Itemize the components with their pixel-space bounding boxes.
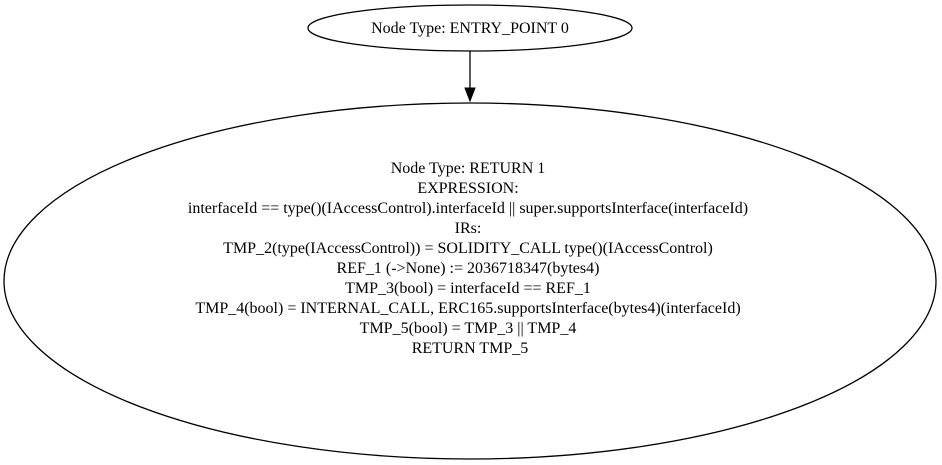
return-node-label: Node Type: RETURN 1 EXPRESSION: interfac… bbox=[188, 160, 752, 357]
return-node-shape bbox=[3, 102, 937, 460]
return-line: EXPRESSION: bbox=[417, 180, 518, 197]
return-line: Node Type: RETURN 1 bbox=[391, 160, 546, 177]
entry-point-node: Node Type: ENTRY_POINT 0 bbox=[307, 4, 633, 52]
return-line: TMP_5(bool) = TMP_3 || TMP_4 bbox=[360, 320, 577, 337]
return-line: interfaceId == type()(IAccessControl).in… bbox=[188, 200, 748, 217]
return-line: IRs: bbox=[455, 220, 482, 237]
entry-point-node-label: Node Type: ENTRY_POINT 0 bbox=[371, 20, 569, 37]
return-line: TMP_3(bool) = interfaceId == REF_1 bbox=[345, 280, 591, 297]
return-line: TMP_4(bool) = INTERNAL_CALL, ERC165.supp… bbox=[195, 300, 740, 317]
return-line: TMP_2(type(IAccessControl)) = SOLIDITY_C… bbox=[223, 240, 713, 257]
return-node: Node Type: RETURN 1 EXPRESSION: interfac… bbox=[3, 102, 937, 460]
return-line: REF_1 (->None) := 2036718347(bytes4) bbox=[337, 260, 600, 277]
return-line: RETURN TMP_5 bbox=[412, 340, 529, 357]
edge-entry-to-return bbox=[464, 51, 476, 103]
edge-arrowhead bbox=[464, 87, 476, 103]
